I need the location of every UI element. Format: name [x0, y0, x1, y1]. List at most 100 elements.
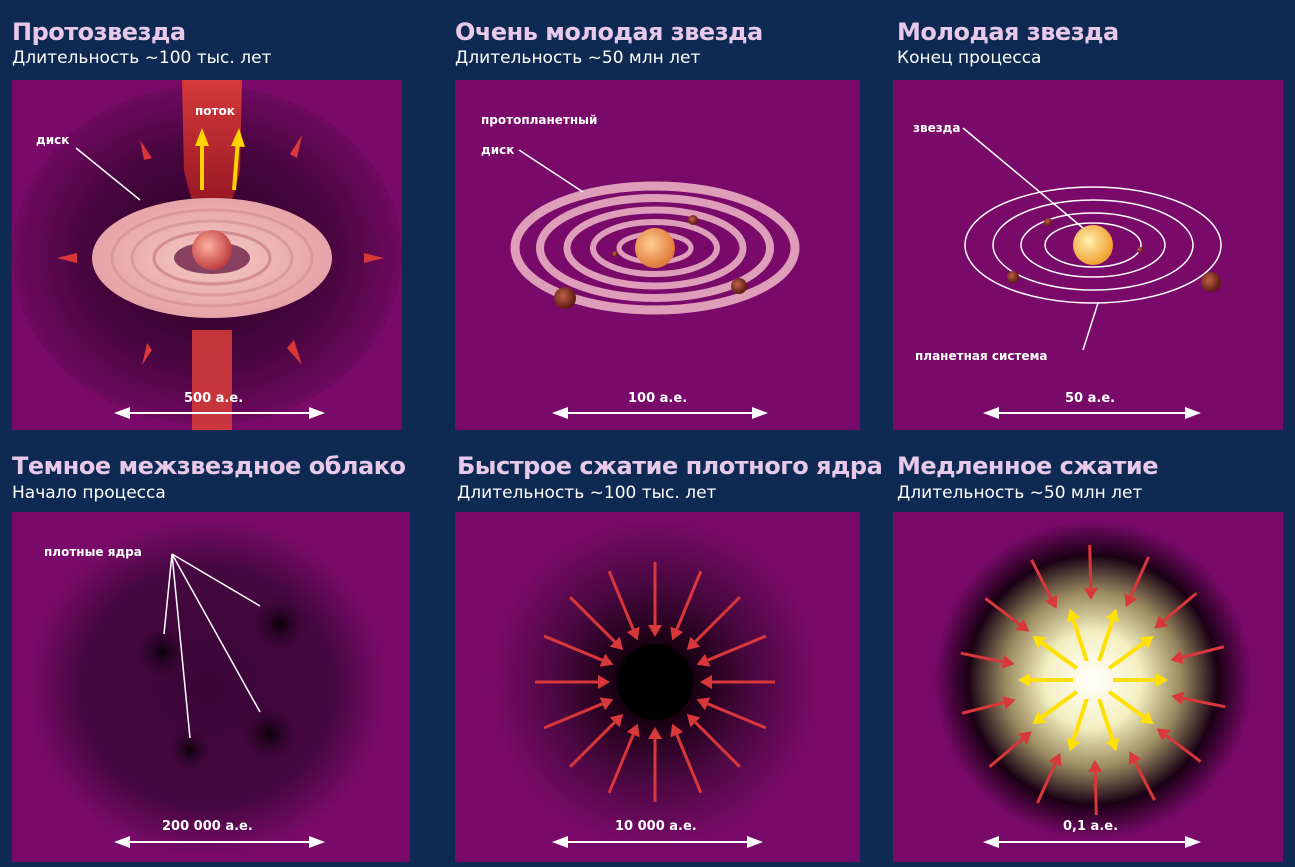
arrow-head: [1017, 731, 1032, 745]
arrow-head: [609, 636, 624, 651]
arrow-head: [1128, 751, 1142, 766]
arrow-head: [686, 636, 701, 651]
panel-title: Темное межзвездное облако: [12, 452, 406, 480]
arrow-shaft: [1071, 619, 1089, 662]
arrow-shaft: [1093, 771, 1098, 815]
arrow-shaft: [675, 570, 703, 630]
yellow-arrow: [232, 139, 240, 191]
panel-subtitle: Длительность ~50 млн лет: [897, 483, 1143, 503]
arrow-head: [1015, 618, 1030, 632]
panel-subtitle: Начало процесса: [12, 483, 166, 503]
yellow-arrowhead: [231, 128, 245, 147]
arrow-shaft: [1162, 592, 1198, 623]
arrow-head: [599, 653, 614, 667]
planet: [731, 278, 747, 294]
arrow-head: [1066, 608, 1081, 623]
arrow-shaft: [1071, 698, 1089, 741]
arrow-shaft: [1097, 619, 1115, 662]
arrow-shaft: [1165, 734, 1202, 763]
arrow-head: [1124, 593, 1138, 608]
panel-subtitle: Длительность ~50 млн лет: [455, 48, 701, 68]
arrow-head: [670, 626, 684, 641]
dense-core: [240, 704, 300, 764]
planet-orbits: [964, 186, 1222, 304]
arrow-head: [696, 697, 711, 711]
scale-label: 100 а.е.: [628, 391, 687, 406]
panel-title: Быстрое сжатие плотного ядра: [457, 452, 883, 480]
arrow-head: [609, 713, 624, 728]
arrow-shaft: [543, 702, 603, 730]
arrow-shaft: [694, 596, 741, 643]
planet: [1007, 271, 1019, 283]
arrow-head: [1032, 711, 1047, 725]
scale-label: 0,1 а.е.: [1063, 819, 1118, 834]
arrow-head: [626, 723, 640, 738]
arrow-head: [686, 713, 701, 728]
arrow-head: [700, 675, 712, 689]
arrow-head: [1154, 615, 1169, 629]
arrow-head: [1002, 695, 1016, 710]
arrow-shaft: [569, 721, 616, 768]
glowing-core: [933, 520, 1253, 840]
panel-title: Медленное сжатие: [897, 452, 1159, 480]
planet: [1044, 218, 1052, 226]
arrow-head: [599, 697, 614, 711]
arrow-shaft: [961, 701, 1005, 715]
central-star: [1073, 225, 1113, 265]
scale-label: 200 000 а.е.: [162, 819, 253, 834]
disk-label: диск: [36, 133, 69, 147]
disk-leader-line: [75, 147, 141, 201]
panel-illustration: плотные ядра 200 000 а.е.: [12, 512, 410, 862]
arrow-head: [1156, 728, 1171, 742]
arrow-shaft: [1108, 641, 1146, 670]
yellow-arrowhead: [195, 128, 209, 146]
infall-arrows: [535, 562, 775, 802]
dense-core: [168, 728, 212, 772]
arrow-shaft: [1182, 696, 1226, 709]
planet: [1137, 247, 1143, 253]
panel-illustration: поток диск 500 а.е.: [12, 80, 402, 430]
arrow-shaft: [1129, 556, 1150, 597]
arrow-shaft: [1030, 559, 1053, 599]
arrow-head: [1139, 711, 1154, 725]
arrow-head: [1044, 594, 1058, 609]
panel-illustration: 0,1 а.е.: [893, 512, 1283, 862]
panel-illustration: 10 000 а.е.: [455, 512, 860, 862]
dense-center: [617, 644, 693, 720]
arrow-head: [1018, 673, 1030, 687]
arrow-shaft: [1181, 645, 1225, 659]
disk-leader-line: [518, 149, 584, 193]
arrow-shaft: [1036, 763, 1057, 804]
panel-title: Очень молодая звезда: [455, 18, 763, 46]
planet: [1201, 272, 1221, 292]
young-star: [635, 228, 675, 268]
arrow-shaft: [675, 734, 703, 794]
arrow-head: [696, 653, 711, 667]
planet: [554, 287, 576, 309]
arrow-shaft: [543, 634, 603, 662]
scale-label: 10 000 а.е.: [615, 819, 697, 834]
panel-title: Молодая звезда: [897, 18, 1119, 46]
arrow-head: [1032, 635, 1047, 649]
arrow-shaft: [707, 702, 767, 730]
infall-arrows: [960, 545, 1226, 815]
arrow-head: [1083, 587, 1098, 601]
arrow-head: [648, 625, 662, 637]
system-label: планетная система: [915, 349, 1047, 363]
panel-illustration: протопланетный диск 100 а.е.: [455, 80, 860, 430]
infall-arrows: [57, 135, 384, 365]
arrow-head: [626, 626, 640, 641]
arrow-head: [670, 723, 684, 738]
arrow-shaft: [1088, 545, 1093, 589]
disk-label-line2: диск: [481, 143, 514, 157]
dense-core: [134, 624, 190, 680]
arrow-shaft: [1040, 690, 1078, 719]
jet-top: [182, 80, 242, 230]
arrow-head: [598, 675, 610, 689]
panel-illustration: звезда планетная система 50 а.е.: [893, 80, 1283, 430]
flow-label: поток: [195, 104, 235, 118]
arrow-shaft: [569, 596, 616, 643]
planet: [688, 215, 698, 225]
arrow-shaft: [1133, 761, 1156, 801]
system-leader-line: [1082, 302, 1099, 351]
